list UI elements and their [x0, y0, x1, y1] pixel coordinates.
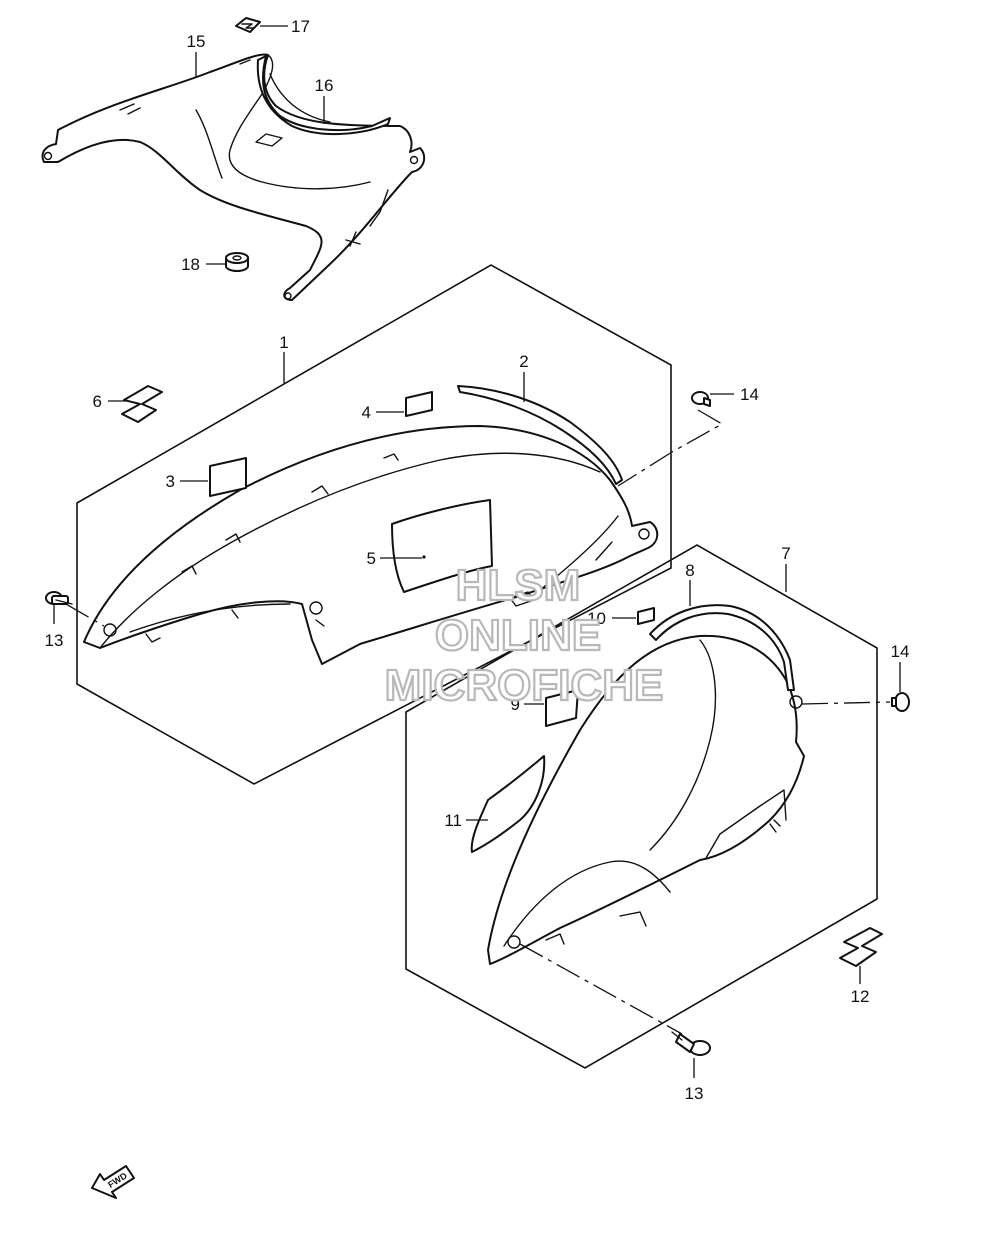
watermark-line-3: MICROFICHE [385, 661, 664, 710]
callout-3: 3 [166, 472, 175, 491]
callout-2: 2 [519, 352, 528, 371]
clip-part-14-right [891, 692, 910, 712]
callout-1: 1 [279, 333, 288, 352]
assembly-box-1 [76, 264, 672, 785]
callout-labels: 15 17 16 18 1 2 6 4 3 5 13 14 7 8 10 14 … [45, 17, 910, 1103]
upper-cowl-part-15 [41, 53, 426, 301]
grommet-part-18 [225, 252, 249, 272]
watermark-line-2: ONLINE [435, 611, 601, 660]
watermark: HLSM ONLINE MICROFICHE [384, 560, 665, 711]
screw-part-13-left [45, 591, 73, 605]
callout-18: 18 [181, 255, 200, 274]
callout-14-upper: 14 [740, 385, 759, 404]
callout-13-lower: 13 [685, 1084, 704, 1103]
emblem-part-6 [121, 385, 163, 423]
pad-part-10 [637, 607, 655, 625]
emblem-part-12 [839, 927, 883, 967]
callout-8: 8 [685, 561, 694, 580]
assembly-box-7 [405, 544, 878, 1069]
trim-strip-part-8 [649, 604, 795, 691]
side-cowl-part-7 [487, 634, 805, 965]
callout-5: 5 [367, 549, 376, 568]
sheet-part-5 [391, 499, 493, 593]
callout-15: 15 [187, 32, 206, 51]
pad-part-3 [209, 457, 247, 497]
rim-trim-part-16 [256, 55, 391, 136]
pad-part-4 [405, 391, 433, 417]
leader-lines [53, 25, 901, 1078]
sheet-part-11 [470, 755, 546, 853]
callout-6: 6 [93, 392, 102, 411]
callout-9: 9 [511, 695, 520, 714]
axis-lines [65, 409, 891, 1035]
trim-strip-part-2 [457, 385, 623, 485]
callout-11: 11 [444, 811, 462, 830]
callout-4: 4 [362, 403, 371, 422]
callout-12: 12 [851, 987, 870, 1006]
callout-14-right: 14 [891, 642, 910, 661]
callout-7: 7 [781, 544, 790, 563]
bolt-part-13-lower [671, 1031, 711, 1056]
callout-10: 10 [587, 609, 606, 628]
callout-16: 16 [315, 76, 334, 95]
fwd-arrow: FWD [91, 1165, 135, 1199]
watermark-line-1: HLSM [456, 561, 581, 610]
callout-17: 17 [291, 17, 310, 36]
pad-part-9 [545, 689, 579, 727]
side-cowl-part-1 [83, 425, 659, 665]
clip-part-14-upper [691, 391, 711, 407]
emblem-part-17 [235, 17, 261, 33]
callout-13-left: 13 [45, 631, 64, 650]
